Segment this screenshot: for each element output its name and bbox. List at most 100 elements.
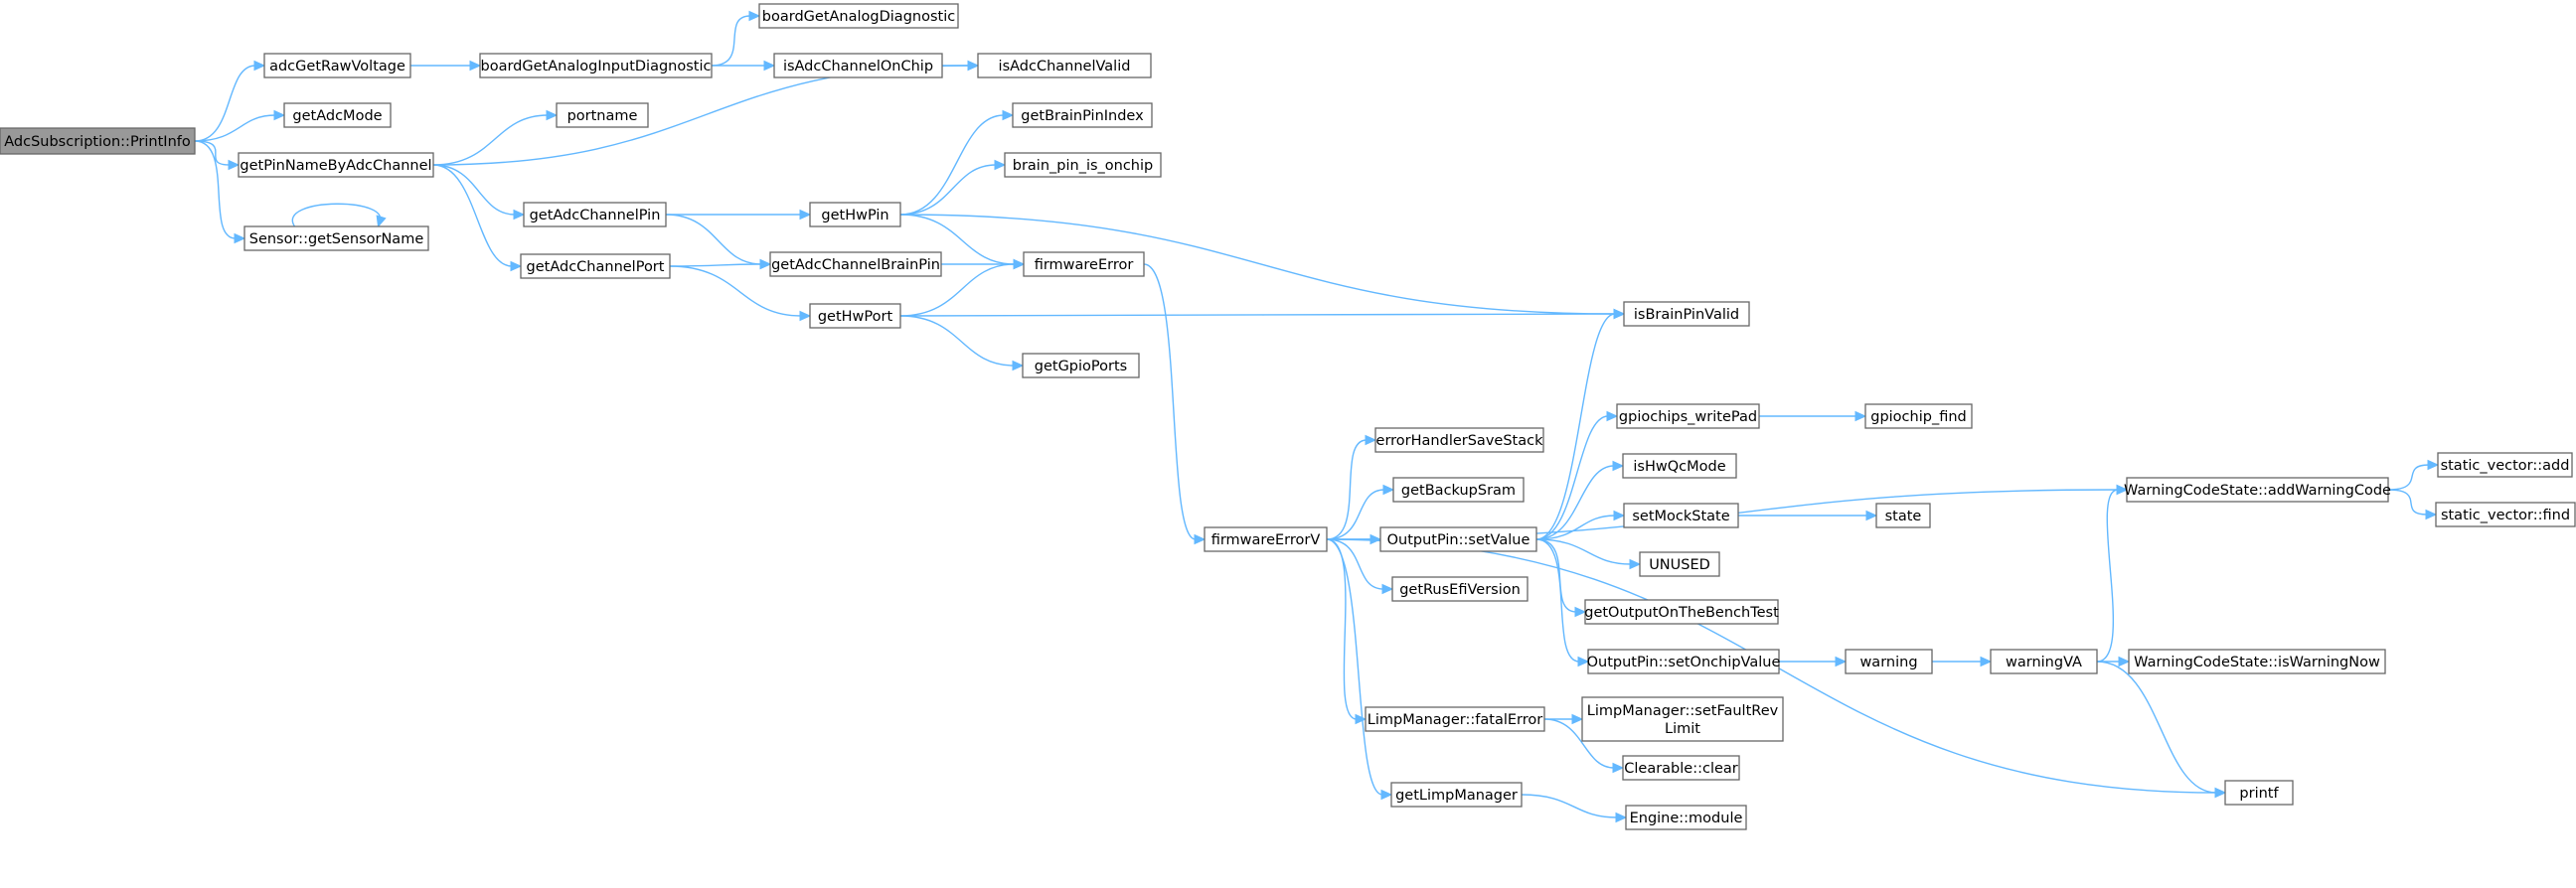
node-getadcchannelbrainpin[interactable]: getAdcChannelBrainPin xyxy=(769,251,942,277)
node-warningva[interactable]: warningVA xyxy=(1990,649,2098,674)
node-getadcchannelpin[interactable]: getAdcChannelPin xyxy=(523,202,667,227)
node-setmockstate[interactable]: setMockState xyxy=(1623,503,1739,528)
edge-arrowhead xyxy=(1381,583,1394,595)
edge-line xyxy=(1535,538,1632,565)
node-label: getAdcChannelPort xyxy=(527,259,665,275)
edge-arrowhead xyxy=(228,159,241,171)
edge-arrowhead xyxy=(1612,460,1625,472)
node-label: firmwareError xyxy=(1035,257,1134,273)
edge-arrowhead xyxy=(1577,656,1590,667)
edge-setvalue-to-setmockstate xyxy=(1535,510,1626,540)
node-label: errorHandlerSaveStack xyxy=(1376,433,1544,449)
edge-line xyxy=(1543,718,1615,769)
edge-line xyxy=(899,114,1005,216)
node-state[interactable]: state xyxy=(1875,503,1931,528)
node-isbrainpinvalid[interactable]: isBrainPinValid xyxy=(1623,301,1750,327)
node-getrusefiversion[interactable]: getRusEfiVersion xyxy=(1391,576,1529,602)
edge-firmwareerrorv-to-getbackupsram xyxy=(1326,484,1395,540)
edge-gethwpin-to-getbrainpinindex xyxy=(899,109,1015,216)
node-box xyxy=(1616,403,1760,429)
edge-line xyxy=(1326,538,1383,796)
node-box xyxy=(283,102,392,128)
node-box xyxy=(2435,502,2576,527)
node-firmwareerrorv[interactable]: firmwareErrorV xyxy=(1204,526,1328,552)
node-box xyxy=(1639,551,1720,577)
edge-gethwpin-to-brain-pin-is-onchip xyxy=(899,159,1007,216)
node-setonchipvalue[interactable]: OutputPin::setOnchipValue xyxy=(1587,649,1781,674)
node-label: boardGetAnalogDiagnostic xyxy=(762,9,955,25)
edge-arrowhead xyxy=(2214,787,2227,799)
node-label: portname xyxy=(567,108,638,124)
edge-getlimpmanager-to-module xyxy=(1521,794,1628,823)
node-box xyxy=(1623,301,1750,327)
node-label: getAdcChannelBrainPin xyxy=(771,257,940,273)
node-setvalue[interactable]: OutputPin::setValue xyxy=(1379,526,1537,552)
node-gpiochip-find[interactable]: gpiochip_find xyxy=(1864,403,1973,429)
node-ishwqcmode[interactable]: isHwQcMode xyxy=(1622,453,1737,479)
node-fatalerror[interactable]: LimpManager::fatalError xyxy=(1365,706,1545,732)
edge-line xyxy=(2096,661,2217,794)
node-getlimpmanager[interactable]: getLimpManager xyxy=(1390,782,1523,808)
node-box xyxy=(1204,526,1328,552)
node-getbackupsram[interactable]: getBackupSram xyxy=(1392,477,1525,503)
node-box xyxy=(809,202,901,227)
edge-line xyxy=(899,263,1016,317)
node-errorhandlersavestack[interactable]: errorHandlerSaveStack xyxy=(1374,427,1544,453)
edge-line xyxy=(1535,465,1615,540)
edge-warningva-to-addwarningcode xyxy=(2096,484,2129,663)
node-box xyxy=(1012,102,1153,128)
edge-line xyxy=(1326,489,1385,540)
node-label: WarningCodeState::isWarningNow xyxy=(2134,655,2380,670)
edge-getpinnamebyadcchannel-to-portname xyxy=(432,109,559,166)
node-iswarningnow[interactable]: WarningCodeState::isWarningNow xyxy=(2128,649,2386,674)
edge-setvalue-to-isbrainpinvalid xyxy=(1535,308,1626,540)
node-label: isAdcChannelValid xyxy=(999,59,1131,74)
edge-setvalue-to-setonchipvalue xyxy=(1535,538,1590,667)
node-brain-pin-is-onchip[interactable]: brain_pin_is_onchip xyxy=(1004,152,1162,178)
edge-arrowhead xyxy=(1613,510,1626,521)
edge-setvalue-to-gpiochips-writepad xyxy=(1535,410,1619,540)
node-box xyxy=(2224,780,2294,806)
edge-setvalue-to-ishwqcmode xyxy=(1535,460,1625,540)
node-getadcchannelport[interactable]: getAdcChannelPort xyxy=(520,253,671,279)
node-getadcmode[interactable]: getAdcMode xyxy=(283,102,392,128)
node-getgpioports[interactable]: getGpioPorts xyxy=(1022,353,1140,378)
node-static-vector-add[interactable]: static_vector::add xyxy=(2437,452,2573,478)
edge-line xyxy=(291,203,382,227)
node-firmwareerror[interactable]: firmwareError xyxy=(1023,251,1145,277)
node-portname[interactable]: portname xyxy=(556,102,649,128)
node-label: getAdcChannelPin xyxy=(530,208,661,223)
node-gpiochips-writepad[interactable]: gpiochips_writePad xyxy=(1616,403,1760,429)
node-warning[interactable]: warning xyxy=(1845,649,1933,674)
edge-line xyxy=(711,15,751,67)
node-isadcchannelvalid[interactable]: isAdcChannelValid xyxy=(977,53,1152,78)
node-adcgetrawvoltage[interactable]: adcGetRawVoltage xyxy=(263,53,411,78)
node-unused[interactable]: UNUSED xyxy=(1639,551,1720,577)
node-getpinnamebyadcchannel[interactable]: getPinNameByAdcChannel xyxy=(238,152,434,178)
node-box xyxy=(773,53,943,78)
node-module[interactable]: Engine::module xyxy=(1625,805,1747,830)
edge-arrowhead xyxy=(513,209,526,221)
node-boardgetanalogdiagnostic[interactable]: boardGetAnalogDiagnostic xyxy=(758,3,959,29)
node-root[interactable]: AdcSubscription::PrintInfo xyxy=(0,127,196,155)
node-getoutputonthebenchtest[interactable]: getOutputOnTheBenchTest xyxy=(1584,599,1779,625)
node-clear[interactable]: Clearable::clear xyxy=(1622,755,1740,781)
edge-arrowhead xyxy=(1613,308,1626,320)
node-gethwpin[interactable]: getHwPin xyxy=(809,202,901,227)
node-box xyxy=(977,53,1152,78)
node-isadcchannelonchip[interactable]: isAdcChannelOnChip xyxy=(773,53,943,78)
node-static-vector-find[interactable]: static_vector::find xyxy=(2435,502,2576,527)
edge-line xyxy=(1535,538,1580,663)
edge-boardgetanaloginputdiagnostic-to-isadcchannelonchip xyxy=(712,60,776,72)
node-label: OutputPin::setOnchipValue xyxy=(1587,655,1781,670)
node-label: Engine::module xyxy=(1630,811,1743,826)
node-gethwport[interactable]: getHwPort xyxy=(809,303,901,329)
node-printf[interactable]: printf xyxy=(2224,780,2294,806)
node-box xyxy=(1584,599,1779,625)
node-getsensorname[interactable]: Sensor::getSensorName xyxy=(243,225,429,251)
node-getbrainpinindex[interactable]: getBrainPinIndex xyxy=(1012,102,1153,128)
node-boardgetanaloginputdiagnostic[interactable]: boardGetAnalogInputDiagnostic xyxy=(479,53,713,78)
node-addwarningcode[interactable]: WarningCodeState::addWarningCode xyxy=(2124,477,2391,503)
node-label: getHwPort xyxy=(818,309,893,325)
